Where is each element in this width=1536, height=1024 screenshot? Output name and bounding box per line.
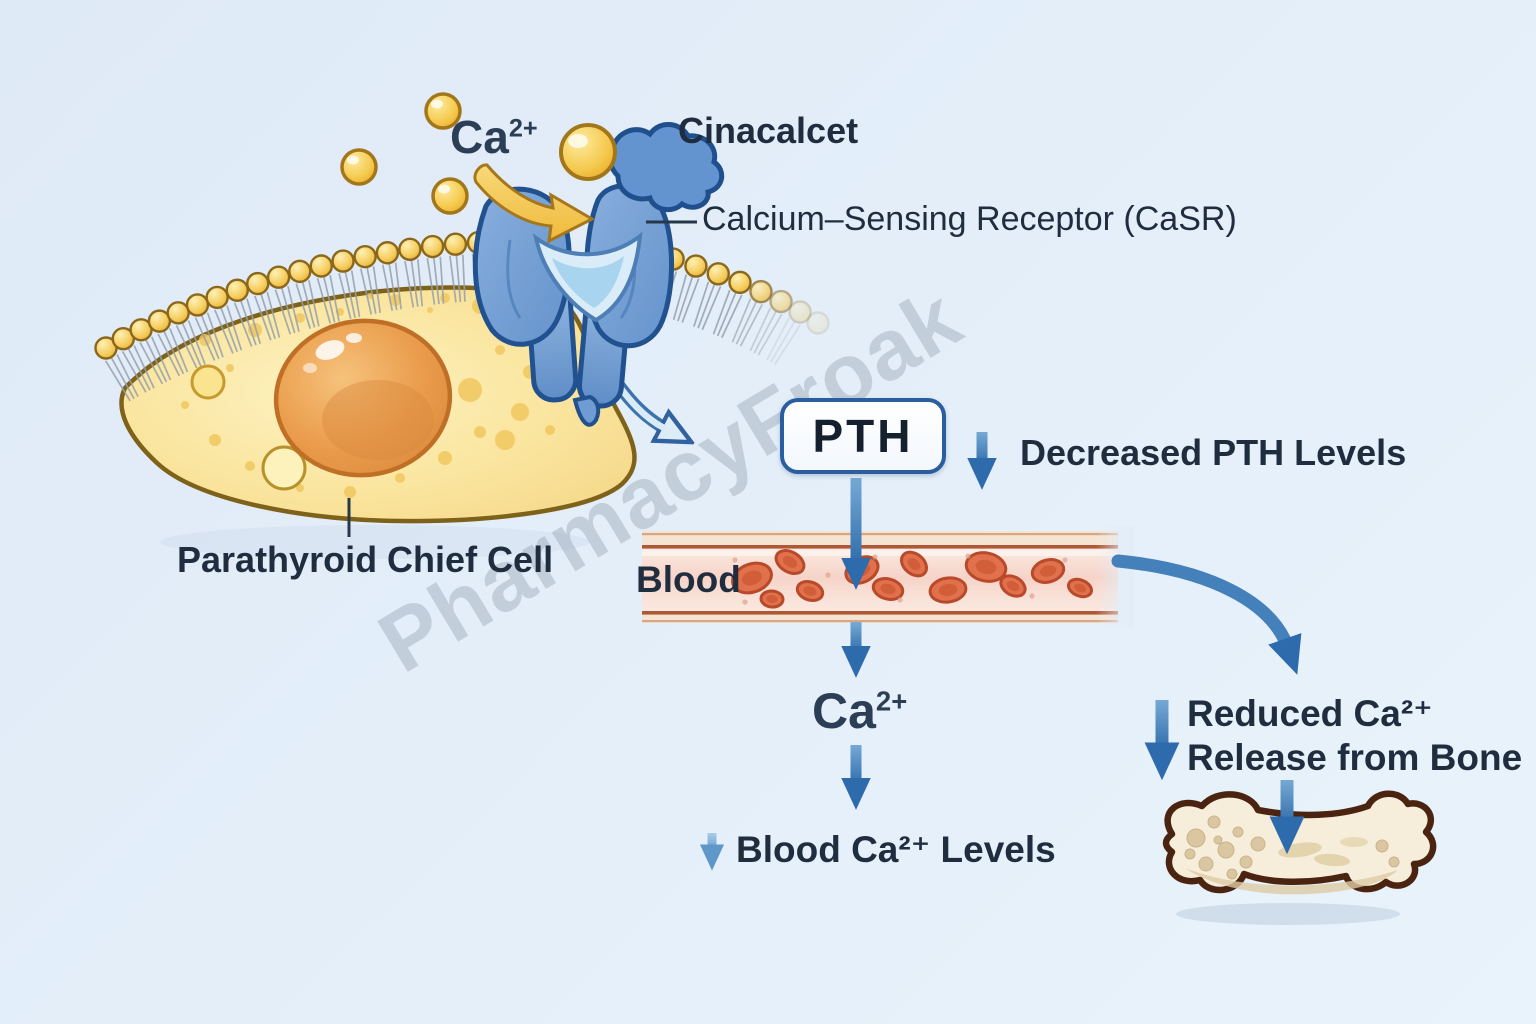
- cell-shadow: [160, 525, 590, 559]
- flow-arrow-to-bone: [1111, 554, 1302, 675]
- blood-ca-levels-label: Blood Ca²⁺ Levels: [736, 829, 1056, 870]
- blood-vessel: [642, 526, 1134, 628]
- blood-calcium-sup: 2+: [875, 685, 908, 717]
- cell-nucleus: [273, 318, 453, 478]
- cinacalcet-label: Cinacalcet: [678, 110, 859, 151]
- receptor-left-lobe: [472, 186, 572, 347]
- flow-arrows: [699, 432, 1305, 871]
- reduced-ca-label: Reduced Ca²⁺ Release from Bone: [1187, 692, 1522, 780]
- decreased-pth-label: Decreased PTH Levels: [1020, 432, 1407, 473]
- calcium-label-base: Ca: [450, 111, 509, 163]
- calcium-ion: [559, 123, 617, 181]
- cell-vesicle: [190, 364, 226, 400]
- pth-label: PTH: [812, 410, 914, 462]
- red-blood-cells: [731, 549, 1094, 609]
- bone-spongy-texture: [1184, 815, 1400, 880]
- parathyroid-chief-cell: [119, 285, 637, 524]
- casr-label: Calcium–Sensing Receptor (CaSR): [702, 200, 1237, 238]
- casr-receptor: [472, 122, 725, 427]
- calcium-ion-label: Ca2+: [450, 110, 538, 164]
- blood-label: Blood: [636, 559, 741, 600]
- blood-calcium-label: Ca2+: [812, 682, 907, 740]
- calcium-label-sup: 2+: [508, 114, 538, 143]
- parathyroid-cell-label: Parathyroid Chief Cell: [177, 539, 554, 580]
- calcium-entry-arrow: [473, 163, 596, 244]
- reduced-ca-line1: Reduced Ca²⁺: [1187, 693, 1433, 734]
- cell-vesicle: [261, 445, 307, 491]
- free-calcium-ions: [340, 92, 469, 215]
- cinacalcet-molecule: [607, 122, 725, 213]
- bone: [1162, 790, 1437, 925]
- blood-calcium-base: Ca: [812, 683, 876, 739]
- reduced-ca-line2: Release from Bone: [1187, 737, 1523, 778]
- pth-box: PTH: [780, 398, 946, 474]
